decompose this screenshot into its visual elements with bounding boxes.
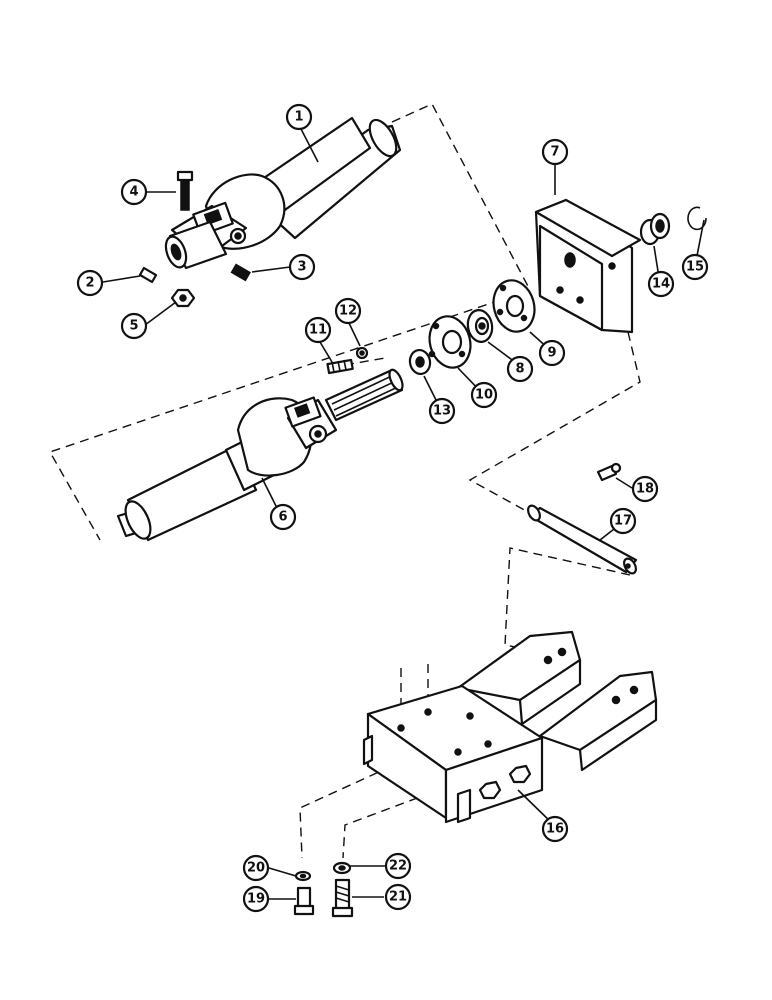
callout-22: 22 <box>384 852 412 880</box>
washers-part-14 <box>639 212 671 246</box>
bolt-part-21 <box>331 878 354 918</box>
callout-12-label: 12 <box>339 304 357 319</box>
nut-part-5 <box>170 288 196 308</box>
callout-2-label: 2 <box>85 276 94 291</box>
callout-5-label: 5 <box>129 319 138 334</box>
callout-1-label: 1 <box>294 110 303 125</box>
callout-9: 9 <box>538 339 566 367</box>
callout-1: 1 <box>285 103 313 131</box>
bolt-part-4 <box>176 170 194 211</box>
snap-ring-part-15 <box>687 206 707 231</box>
lock-washer-part-12 <box>355 346 369 360</box>
callout-2: 2 <box>76 269 104 297</box>
lower-driveshaft-part-6 <box>116 368 404 542</box>
callout-13: 13 <box>428 397 456 425</box>
callout-9-label: 9 <box>547 346 556 361</box>
bearing-part-8 <box>466 309 494 343</box>
callout-11: 11 <box>304 316 332 344</box>
bolt-part-11 <box>326 358 354 375</box>
callout-17-label: 17 <box>614 514 632 529</box>
set-screw-part-3 <box>230 263 251 282</box>
callout-17: 17 <box>609 507 637 535</box>
cotter-pin-part-18 <box>596 462 622 482</box>
callout-12: 12 <box>334 297 362 325</box>
callout-16: 16 <box>541 815 569 843</box>
callout-7-label: 7 <box>550 145 559 160</box>
callout-15: 15 <box>681 253 709 281</box>
callout-14: 14 <box>647 270 675 298</box>
bolt-part-19 <box>293 886 315 916</box>
callout-6-label: 6 <box>278 510 287 525</box>
callout-10: 10 <box>470 381 498 409</box>
callout-6: 6 <box>269 503 297 531</box>
upper-driveshaft-part-1 <box>164 116 402 270</box>
callout-8-label: 8 <box>515 362 524 377</box>
callout-15-label: 15 <box>686 260 704 275</box>
callout-14-label: 14 <box>652 277 670 292</box>
flange-part-9 <box>492 279 536 333</box>
bracket-part-7 <box>534 198 642 334</box>
washer-part-13 <box>408 348 432 376</box>
callout-21-label: 21 <box>389 890 407 905</box>
callout-16-label: 16 <box>546 822 564 837</box>
callout-13-label: 13 <box>433 404 451 419</box>
callout-22-label: 22 <box>389 859 407 874</box>
pin-part-17 <box>527 504 638 575</box>
callout-19-label: 19 <box>247 892 265 907</box>
key-part-2 <box>138 266 158 284</box>
support-frame-part-16 <box>362 630 658 824</box>
callout-18: 18 <box>631 475 659 503</box>
callout-8: 8 <box>506 355 534 383</box>
callout-20: 20 <box>242 854 270 882</box>
callout-4-label: 4 <box>129 185 138 200</box>
callout-20-label: 20 <box>247 861 265 876</box>
callout-7: 7 <box>541 138 569 166</box>
callout-4: 4 <box>120 178 148 206</box>
callout-21: 21 <box>384 883 412 911</box>
callout-3-label: 3 <box>297 260 306 275</box>
washer-part-22 <box>332 861 352 875</box>
washer-part-20 <box>294 870 312 882</box>
callout-19: 19 <box>242 885 270 913</box>
callout-3: 3 <box>288 253 316 281</box>
callout-5: 5 <box>120 312 148 340</box>
callout-11-label: 11 <box>309 323 327 338</box>
callout-18-label: 18 <box>636 482 654 497</box>
callout-10-label: 10 <box>475 388 493 403</box>
flange-part-10 <box>428 315 472 369</box>
